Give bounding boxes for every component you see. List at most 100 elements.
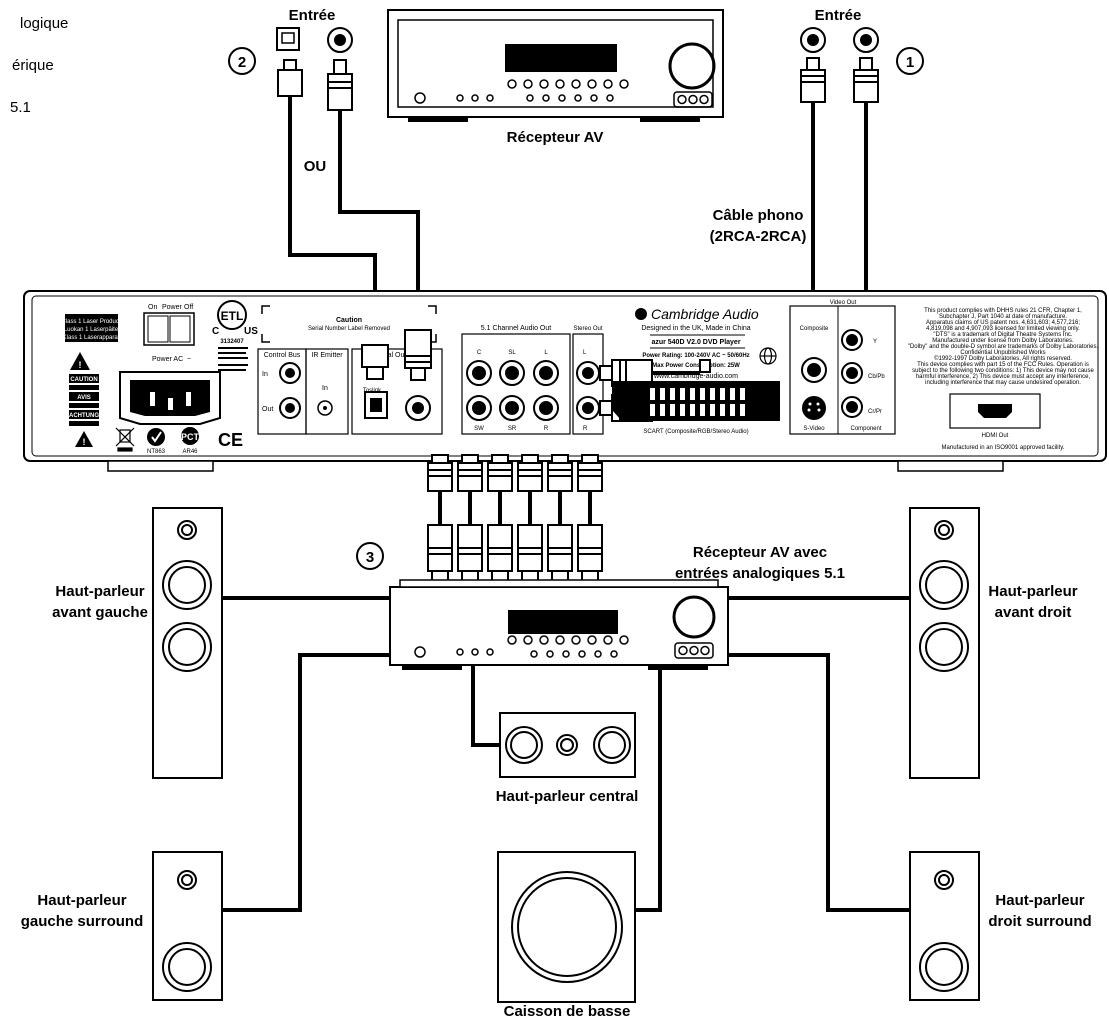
av-receiver-51: [389, 579, 729, 670]
power-ac-label: Power AC: [152, 356, 183, 363]
cambridge-logo-icon: [635, 308, 647, 320]
svg-text:2: 2: [238, 54, 246, 71]
speaker-center: [499, 712, 636, 778]
brand-tagline: Designed in the UK, Made in China: [641, 325, 750, 332]
switch-power-label: Power: [162, 304, 183, 311]
stereo-r-label: R: [583, 426, 588, 432]
component-label: Component: [850, 426, 881, 432]
stereo-r-jack: [576, 396, 600, 420]
laser-label-3: Klass 1 Laserapparat: [63, 335, 120, 341]
label-hp-gauche-surround-2: gauche surround: [21, 913, 144, 930]
label-ou: OU: [304, 158, 327, 175]
svg-text:Manufactured under license fro: Manufactured under license from Dolby La…: [932, 338, 1074, 344]
exclamation-warning-icon: !: [75, 431, 93, 447]
svg-text:Apparatus claims of US patent: Apparatus claims of US patent nos. 4,631…: [926, 320, 1080, 326]
control-bus-label: Control Bus: [264, 352, 301, 359]
svideo-jack: [802, 396, 826, 420]
cbpb-jack: [841, 362, 863, 384]
display-screen-51: [508, 610, 618, 634]
label-recepteur-51-line1: Récepteur AV avec: [693, 544, 827, 561]
control-bus-in-jack: [279, 362, 301, 384]
wire-surround-right: [728, 653, 910, 912]
nt-code: NT863: [147, 449, 166, 455]
ch-label-c: C: [477, 350, 482, 356]
svg-text:Confidential Unpublished Works: Confidential Unpublished Works: [960, 350, 1045, 356]
phono-input-socket-left: [800, 27, 826, 53]
scart-label: SCART (Composite/RGB/Stereo Audio): [643, 429, 748, 435]
label-hp-droit-surround-1: Haut-parleur: [995, 892, 1084, 909]
wire-center: [471, 665, 500, 747]
ch-label-sw: SW: [474, 426, 484, 432]
power-rating: Power Rating: 100-240V AC ~ 50/60Hz: [642, 353, 749, 359]
control-in-label: In: [262, 371, 268, 378]
label-hp-central: Haut-parleur central: [496, 788, 639, 805]
svideo-label: S-Video: [803, 426, 825, 432]
ce-icon: CE: [218, 430, 243, 450]
speaker-front-right: [909, 507, 980, 779]
optical-plug-rear: [361, 344, 389, 380]
label-hp-gauche-surround-1: Haut-parleur: [37, 892, 126, 909]
jack-c: [466, 360, 492, 386]
av-receiver-top: [387, 9, 724, 122]
label-hp-avant-gauche-1: Haut-parleur: [55, 583, 144, 600]
label-caisson: Caisson de basse: [504, 1003, 631, 1018]
svg-text:1: 1: [906, 54, 914, 71]
cbpb-label: Cb/Pb: [868, 374, 885, 380]
y-label: Y: [873, 339, 877, 345]
ch-label-l: L: [544, 350, 548, 356]
caution-text: Serial Number Label Removed: [308, 326, 390, 332]
video-out-label: Video Out: [830, 300, 857, 306]
coaxial-input-socket: [327, 27, 353, 53]
svg-text:including interference that ma: including interference that may cause un…: [925, 380, 1081, 386]
ir-in-label: In: [322, 385, 328, 392]
warning-icon: !: [70, 352, 90, 370]
side-note-3: 5.1: [10, 99, 31, 116]
label-hp-avant-droit-1: Haut-parleur: [988, 583, 1077, 600]
hdmi-port: [949, 393, 1041, 429]
subwoofer: [497, 851, 636, 1003]
svg-text:"Dolby" and the double-D symbo: "Dolby" and the double-D symbol are trad…: [908, 344, 1099, 350]
svg-text:©1992-1997 Dolby Laboratories,: ©1992-1997 Dolby Laboratories, All right…: [934, 355, 1072, 362]
control-out-label: Out: [262, 406, 273, 413]
label-recepteur-top: Récepteur AV: [507, 129, 604, 146]
digital-out-label: Digital Out: [374, 352, 407, 359]
etl-cert-icon: ETL C US: [212, 300, 258, 337]
wire-surround-left: [222, 653, 390, 912]
svg-text:!: !: [79, 360, 82, 370]
label-cable-phono-type: (2RCA-2RCA): [710, 228, 807, 245]
ir-emitter-label: IR Emitter: [311, 352, 343, 359]
control-bus-out-jack: [279, 397, 301, 419]
rca-plugs-51: [427, 454, 603, 582]
svg-text:ETL: ETL: [221, 309, 244, 323]
legal-text: This product complies with DHHS rules 21…: [908, 308, 1099, 386]
svg-text:"DTS" is a trademark of Digita: "DTS" is a trademark of Digital Theatre …: [933, 332, 1073, 338]
jack-sw: [466, 395, 492, 421]
phono-input-socket-right: [853, 27, 879, 53]
label-cable-phono: Câble phono: [713, 207, 804, 224]
ch-label-sl: SL: [508, 350, 516, 356]
speaker-front-left: [152, 507, 223, 779]
hdmi-label: HDMI Out: [982, 433, 1009, 439]
laser-label-2: Luokan 1 Laserpäite: [64, 327, 119, 333]
coaxial-plug-top: [327, 59, 353, 111]
svg-text:PCT: PCT: [181, 432, 200, 442]
svg-text:This device complies with part: This device complies with part 15 of the…: [917, 362, 1089, 368]
label-recepteur-51-line2: entrées analogiques 5.1: [675, 565, 845, 582]
phono-plug-top-left: [800, 57, 826, 103]
display-screen: [505, 44, 617, 72]
switch-on-label: On: [148, 304, 157, 311]
svg-text:Subchapter J, Part 1040 at dat: Subchapter J, Part 1040 at date of manuf…: [939, 314, 1067, 320]
pct-icon: PCT: [181, 427, 200, 445]
stereo-l-jack: [576, 361, 600, 385]
jack-r: [533, 395, 559, 421]
coaxial-out-jack: [405, 395, 431, 421]
warn-achtung: ACHTUNG: [69, 413, 99, 419]
ch-label-r: R: [544, 426, 549, 432]
audio-51-label: 5.1 Channel Audio Out: [481, 325, 551, 332]
phono-plug-top-right: [853, 57, 879, 103]
caution-title: Caution: [336, 317, 362, 324]
crpr-label: Cr/Pr: [868, 409, 882, 415]
laser-label-1: Class 1 Laser Product: [61, 319, 120, 325]
label-entree-right: Entrée: [815, 7, 862, 24]
ar-code: AR46: [182, 449, 198, 455]
